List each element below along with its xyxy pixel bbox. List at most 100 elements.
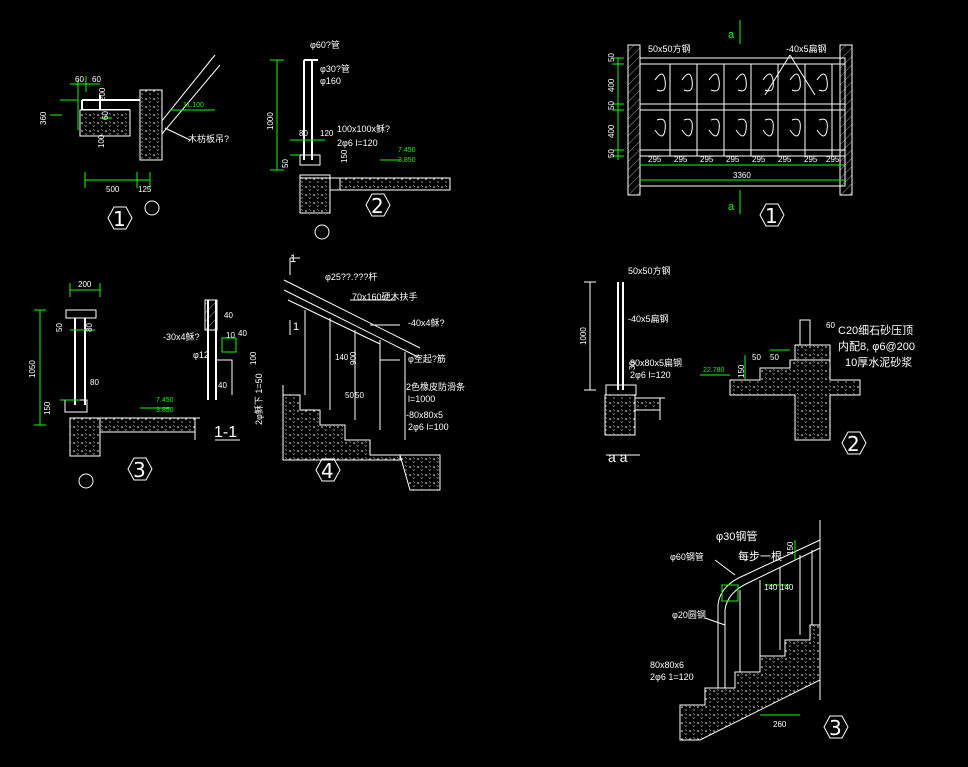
detail-3-right: 260 140 140 150 φ30钢管 φ60钢管 每步一根 φ20圆钢 8… (650, 520, 849, 741)
d3-dim: 50 (55, 323, 64, 332)
e1-dim-h: 295 (752, 155, 766, 164)
d2r-circle: 2 (847, 432, 860, 456)
s11-dim: 40 (218, 381, 227, 390)
d2-dim: 80 (299, 129, 308, 138)
e1-note: -40x5扁钢 (786, 43, 827, 54)
d2r-note: C20细石砂压顶 (838, 324, 913, 337)
d3r-dim: 150 (786, 541, 795, 555)
d3r-dim: 260 (773, 720, 787, 729)
d4-note: l=1000 (408, 394, 435, 404)
d4-note: 2色橡皮防滑条 (406, 381, 465, 392)
d4-dim: 50 (345, 391, 354, 400)
d2-dim: 120 (320, 129, 334, 138)
detail-2-left: 1000 80 120 50 150 φ60?管 φ30?管 φ160 100x… (266, 39, 451, 240)
d2-level: 7.450 (398, 147, 416, 154)
d2-note: φ30?管 (320, 63, 350, 74)
aa-note: 2φ6 l=120 (630, 370, 671, 380)
d1-circle: 1 (113, 207, 126, 231)
d4-dim: 140 (335, 353, 349, 362)
s11-dim: 100 (249, 351, 258, 365)
d4-note: -80x80x5 (406, 410, 443, 420)
d1-dim: 360 (39, 111, 48, 125)
d3r-note: φ60钢管 (670, 551, 704, 562)
d3-level: 3.850 (156, 407, 174, 414)
d2r-dim: 60 (826, 321, 835, 330)
e1-dim-h: 295 (726, 155, 740, 164)
d4-note: 70x160硬木扶手 (352, 291, 418, 302)
d3r-note: 80x80x6 (650, 660, 684, 670)
s11-note: -30x4稣? (163, 331, 200, 342)
elevation-1: a a 50 400 50 400 50 295 295 295 295 295… (607, 20, 853, 228)
d2-note: 100x100x稣? (337, 123, 390, 134)
d3r-note: 2φ6 1=120 (650, 672, 694, 682)
d4-mark: 1 (293, 321, 299, 333)
aa-note: 80x80x5扁钢 (630, 357, 682, 368)
d3-dim: 80 (85, 323, 94, 332)
d3r-dim: 140 (780, 583, 794, 592)
e1-dim-h: 295 (778, 155, 792, 164)
d3-dim: 200 (78, 280, 92, 289)
d3-dim: 1050 (28, 360, 37, 378)
e1-label-a2: a (728, 201, 735, 213)
d2-note: φ60?管 (310, 39, 340, 50)
d4-dim: 900 (349, 351, 358, 365)
detail-3-left: 200 50 80 1050 80 150 7.450 3.850 3 (28, 280, 200, 489)
d3r-note: 每步一根 (738, 549, 782, 563)
d4-dim: 50 (355, 391, 364, 400)
d3-dim: 80 (90, 378, 99, 387)
d2-level: 3.850 (398, 157, 416, 164)
d2-circle: 2 (371, 194, 384, 218)
d2r-note: 内配8, φ6@200 (838, 339, 915, 353)
d4-note: φ25??.???杆 (325, 271, 377, 282)
aa-dim: 1000 (579, 327, 588, 345)
detail-2-right: 22.780 60 150 50 50 C20细石砂压顶 内配8, φ6@200… (700, 319, 915, 456)
d4-mark: 1 (290, 253, 296, 265)
d3-circle: 3 (133, 458, 146, 482)
d4-note: -40x4稣? (408, 317, 445, 328)
e1-dim-v: 50 (607, 53, 616, 62)
e1-note: 50x50方钢 (648, 43, 691, 54)
s11-note: φ12 (193, 350, 209, 360)
e1-dim-h: 295 (674, 155, 688, 164)
d1-dim: 125 (138, 185, 152, 194)
d1-dim: 60 (101, 111, 110, 120)
e1-dim-v: 400 (607, 124, 616, 138)
detail-4: 1 1 φ25??.???杆 70x160硬木扶手 -40x4稣? φ空起?筋 … (282, 253, 465, 491)
d4-circle: 4 (321, 459, 334, 483)
e1-dim-h: 295 (700, 155, 714, 164)
d3r-dim: 140 (764, 583, 778, 592)
d4-note: 2φ6 l=100 (408, 422, 449, 432)
d2-note: φ160 (320, 76, 341, 86)
aa-note: 50x50方钢 (628, 265, 671, 276)
d3-level: 7.450 (156, 397, 174, 404)
d1-level: 11.100 (183, 102, 204, 109)
detail-1-left: 60 60 200 360 60 100 500 125 11.100 木枋板吊… (39, 54, 229, 231)
d1-dim: 100 (97, 134, 106, 148)
aa-label: a a (608, 449, 628, 465)
d2r-note: 10厚水泥砂浆 (845, 355, 912, 369)
e1-label-a: a (728, 29, 735, 41)
d1-note: 木枋板吊? (188, 133, 229, 144)
aa-note: -40x5扁钢 (628, 313, 669, 324)
s11-note: 2φ稣下 1=50 (253, 373, 264, 425)
e1-dim-h: 295 (826, 155, 840, 164)
d2-dim: 50 (281, 159, 290, 168)
d2r-dim: 50 (770, 353, 779, 362)
e1-circle: 1 (765, 204, 778, 228)
e1-dim-h: 295 (804, 155, 818, 164)
d3-dim: 150 (43, 401, 52, 415)
e1-dim-h: 295 (648, 155, 662, 164)
section-a-a: 1000 30 50x50方钢 -40x5扁钢 80x80x5扁钢 2φ6 l=… (579, 265, 682, 465)
s11-dim: 40 (224, 311, 233, 320)
d2-dim: 1000 (266, 112, 275, 130)
e1-dim-v: 50 (607, 101, 616, 110)
d3r-note: φ30钢管 (716, 529, 757, 543)
e1-dim-v: 400 (607, 78, 616, 92)
d3r-note: φ20圆钢 (672, 609, 706, 620)
d2-note: 2φ6 l=120 (337, 138, 378, 148)
d1-dim: 500 (106, 185, 120, 194)
aa-dim-small: 30 (628, 361, 637, 370)
d2r-dim: 150 (737, 364, 746, 378)
e1-dim-v: 50 (607, 149, 616, 158)
